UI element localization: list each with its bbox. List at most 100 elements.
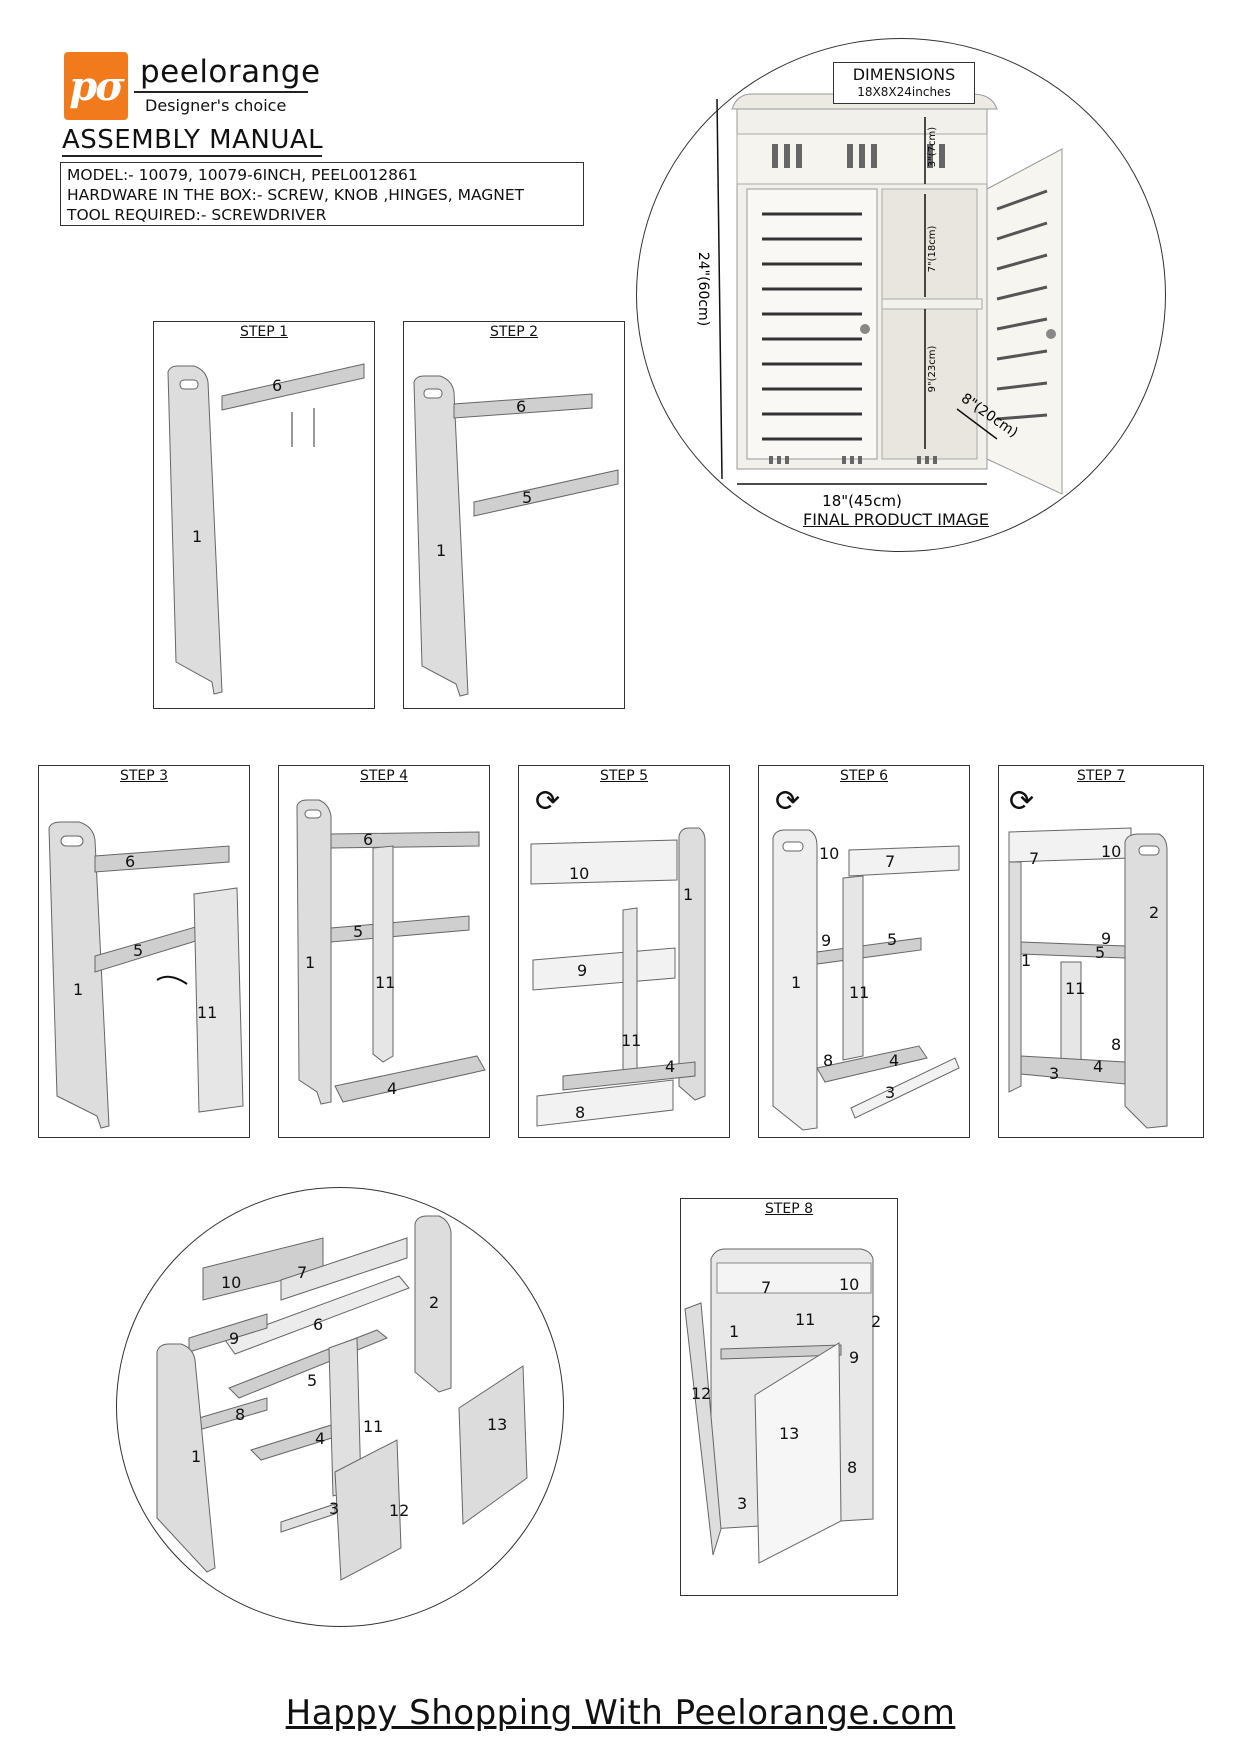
step-7-part-11: 11 [1065, 979, 1085, 998]
step-3-part-1: 1 [73, 980, 83, 999]
exploded-part-3: 3 [329, 1499, 339, 1518]
exploded-part-9: 9 [229, 1329, 239, 1348]
step-5-part-10: 10 [569, 864, 589, 883]
step-1-diagram: 6 1 [167, 363, 365, 695]
step-6-part-11: 11 [849, 983, 869, 1002]
step-7-part-7: 7 [1029, 849, 1039, 868]
step-3-part-11: 11 [197, 1003, 217, 1022]
step-7-part-2: 2 [1149, 903, 1159, 922]
step-5-part-4: 4 [665, 1057, 675, 1076]
step-8-part-2: 2 [871, 1312, 881, 1331]
rotate-icon: ⟳ [1009, 784, 1035, 819]
step-7-part-3: 3 [1049, 1064, 1059, 1083]
step-2-panel: STEP 2 6 5 1 [403, 321, 625, 709]
step-4-panel: STEP 4 6 5 1 11 4 [278, 765, 490, 1138]
bottom-vents [769, 456, 937, 464]
step-1-part-1: 1 [192, 527, 202, 546]
step-7-diagram: 7 10 2 9 5 1 11 8 3 4 [1008, 827, 1168, 1129]
width-label: 18"(45cm) [822, 492, 902, 510]
step-3-part-5: 5 [133, 941, 143, 960]
brand-tagline: Designer's choice [145, 96, 287, 115]
step-8-part-8: 8 [847, 1458, 857, 1477]
step-7-part-5: 5 [1095, 943, 1105, 962]
step-4-part-5: 5 [353, 922, 363, 941]
exploded-part-4: 4 [315, 1429, 325, 1448]
right-door-open [986, 148, 1063, 495]
step-4-part-1: 1 [305, 953, 315, 972]
dimension-lines [716, 98, 998, 485]
spec-box: MODEL:- 10079, 10079-6INCH, PEEL0012861 … [60, 162, 584, 226]
step-8-part-13: 13 [779, 1424, 799, 1443]
step-7-panel: STEP 7 ⟳ 7 10 2 9 5 1 11 8 3 4 [998, 765, 1204, 1138]
step-8-part-3: 3 [737, 1494, 747, 1513]
step-6-title: STEP 6 [839, 768, 889, 784]
step-4-title: STEP 4 [359, 768, 409, 784]
manual-title: ASSEMBLY MANUAL [62, 125, 324, 155]
final-product-caption: FINAL PRODUCT IMAGE [803, 510, 989, 529]
step-3-panel: STEP 3 6 5 1 11 [38, 765, 250, 1138]
exploded-part-5: 5 [307, 1371, 317, 1390]
final-product-circle: 24"(60cm) 3"(7cm) 7"(18cm) 9"(23cm) 8"(2… [636, 38, 1166, 552]
step-4-diagram: 6 5 1 11 4 [296, 799, 486, 1105]
step-6-part-7: 7 [885, 852, 895, 871]
step-8-panel: STEP 8 10 7 11 2 1 9 12 13 8 3 [680, 1198, 898, 1596]
exploded-part-1: 1 [191, 1447, 201, 1466]
dimensions-box: DIMENSIONS 18X8X24inches [833, 62, 975, 104]
manual-title-underline [62, 155, 322, 157]
step-8-diagram: 10 7 11 2 1 9 12 13 8 3 [684, 1248, 881, 1564]
middle-gap-label: 7"(18cm) [927, 226, 938, 273]
open-compartment [881, 188, 978, 460]
left-door [746, 188, 878, 460]
step-5-diagram: 10 1 9 11 4 8 [530, 827, 706, 1127]
step-8-part-10: 10 [839, 1275, 859, 1294]
left-door-slats [762, 212, 862, 441]
step-1-title: STEP 1 [239, 324, 289, 340]
step-7-part-9: 9 [1101, 929, 1111, 948]
exploded-part-8: 8 [235, 1405, 245, 1424]
step-7-part-4: 4 [1093, 1057, 1103, 1076]
exploded-part-12: 12 [389, 1501, 409, 1520]
exploded-view-diagram: 10 7 2 6 9 5 8 4 11 13 1 3 12 [156, 1215, 528, 1581]
final-product-illustration: 24"(60cm) 3"(7cm) 7"(18cm) 9"(23cm) 8"(2… [695, 93, 1063, 510]
step-6-part-9: 9 [821, 931, 831, 950]
spec-hardware: HARDWARE IN THE BOX:- SCREW, KNOB ,HINGE… [67, 186, 525, 204]
step-7-part-1: 1 [1021, 951, 1031, 970]
exploded-part-6: 6 [313, 1315, 323, 1334]
exploded-part-7: 7 [297, 1263, 307, 1282]
step-4-part-11: 11 [375, 973, 395, 992]
step-8-title: STEP 8 [764, 1201, 814, 1217]
step-8-part-7: 7 [761, 1278, 771, 1297]
step-2-part-6: 6 [516, 397, 526, 416]
step-6-diagram: 10 7 9 5 1 11 8 4 3 [772, 829, 960, 1131]
right-door-knob [1046, 329, 1056, 339]
lower-gap-label: 9"(23cm) [927, 346, 938, 393]
step-6-part-4: 4 [889, 1051, 899, 1070]
step-6-part-3: 3 [885, 1083, 895, 1102]
height-label: 24"(60cm) [695, 252, 711, 326]
step-8-part-12: 12 [691, 1384, 711, 1403]
step-2-part-1: 1 [436, 541, 446, 560]
step-1-panel: STEP 1 6 1 [153, 321, 375, 709]
rotate-icon: ⟳ [775, 784, 801, 819]
step-2-title: STEP 2 [489, 324, 539, 340]
brand-logo: pσ [64, 52, 128, 120]
step-8-part-9: 9 [849, 1348, 859, 1367]
step-4-part-4: 4 [387, 1079, 397, 1098]
step-5-title: STEP 5 [599, 768, 649, 784]
step-8-part-1: 1 [729, 1322, 739, 1341]
exploded-view-circle: 10 7 2 6 9 5 8 4 11 13 1 3 12 [116, 1187, 564, 1627]
exploded-part-11: 11 [363, 1417, 383, 1436]
step-5-panel: STEP 5 ⟳ 10 1 9 11 4 8 [518, 765, 730, 1138]
exploded-part-13: 13 [487, 1415, 507, 1434]
step-6-panel: STEP 6 ⟳ 10 7 9 5 1 11 8 4 3 [758, 765, 970, 1138]
step-6-part-8: 8 [823, 1051, 833, 1070]
step-7-part-8: 8 [1111, 1035, 1121, 1054]
step-5-part-8: 8 [575, 1103, 585, 1122]
exploded-part-10: 10 [221, 1273, 241, 1292]
step-3-diagram: 6 5 1 11 [48, 821, 244, 1129]
step-6-part-5: 5 [887, 930, 897, 949]
step-5-part-9: 9 [577, 961, 587, 980]
top-vents [772, 144, 945, 168]
step-6-part-10: 10 [819, 844, 839, 863]
spec-tool: TOOL REQUIRED:- SCREWDRIVER [67, 206, 327, 224]
